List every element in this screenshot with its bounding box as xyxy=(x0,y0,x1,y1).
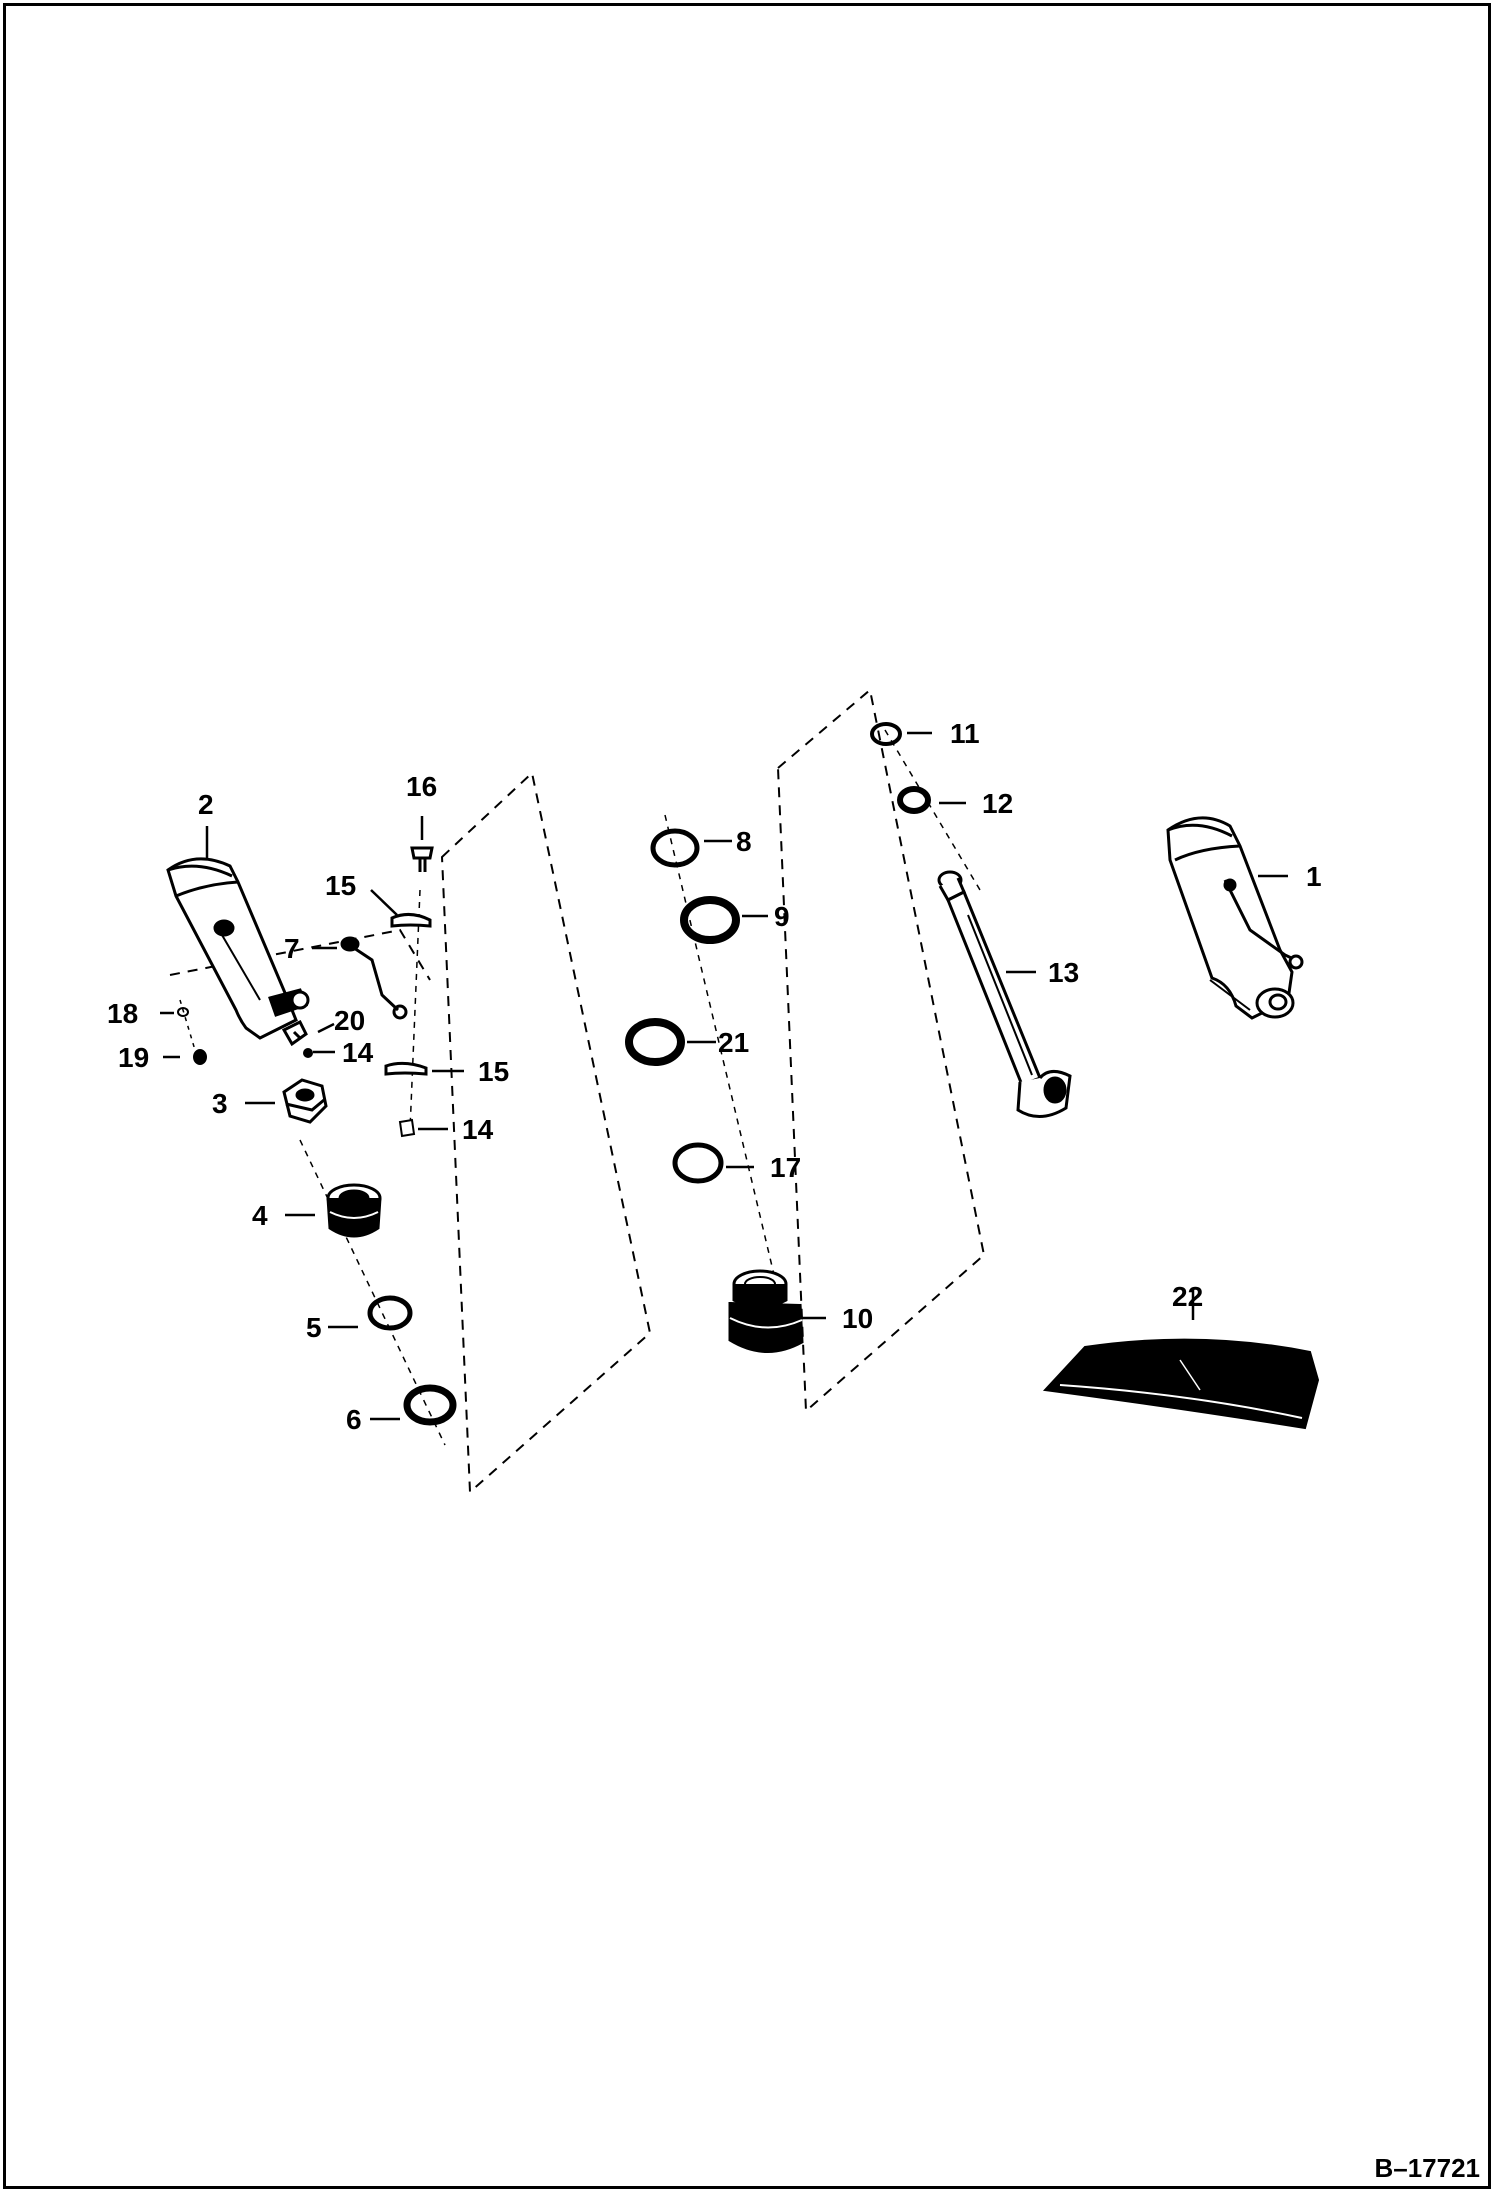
callout-9: 9 xyxy=(774,901,790,932)
part-15-clamp-b xyxy=(384,1061,428,1076)
part-17-o-ring xyxy=(672,1142,724,1184)
callout-labels: 1 2 3 4 5 6 7 8 9 10 11 12 13 14 14 15 1… xyxy=(107,718,1322,1435)
part-1-cylinder-assembly xyxy=(1166,816,1304,1020)
part-13-piston-rod xyxy=(937,870,1072,1118)
part-14-nut-a xyxy=(303,1048,313,1058)
part-5-o-ring xyxy=(367,1295,413,1331)
part-11-ring xyxy=(870,722,902,746)
part-3-lock-nut xyxy=(282,1078,328,1124)
callout-13: 13 xyxy=(1048,957,1079,988)
callout-7: 7 xyxy=(284,933,300,964)
part-6-piston-seal xyxy=(403,1384,457,1426)
callout-15-upper: 15 xyxy=(325,870,356,901)
part-20-fitting xyxy=(281,1019,308,1047)
callout-4: 4 xyxy=(252,1200,268,1231)
part-21-backup-ring xyxy=(625,1018,685,1066)
part-18-o-ring xyxy=(177,1007,189,1017)
callout-6: 6 xyxy=(346,1404,362,1435)
callout-19: 19 xyxy=(118,1042,149,1073)
callout-17: 17 xyxy=(770,1152,801,1183)
callout-3: 3 xyxy=(212,1088,228,1119)
part-2-cylinder-barrel xyxy=(166,857,310,1040)
part-axis-lines xyxy=(179,729,981,1446)
callout-10: 10 xyxy=(842,1303,873,1334)
rod-group-outline xyxy=(776,688,986,1414)
callout-22: 22 xyxy=(1172,1281,1203,1312)
part-14-nut-b xyxy=(398,1118,416,1138)
part-8-wiper-ring xyxy=(650,828,700,868)
callout-21: 21 xyxy=(718,1027,749,1058)
leader-lines xyxy=(160,731,1288,1421)
callout-5: 5 xyxy=(306,1312,322,1343)
callout-14-upper: 14 xyxy=(342,1037,374,1068)
figure-reference-number: B–17721 xyxy=(1374,2153,1480,2183)
part-9-rod-seal xyxy=(680,896,740,944)
part-12-ring xyxy=(897,786,931,814)
callout-8: 8 xyxy=(736,826,752,857)
callout-18: 18 xyxy=(107,998,138,1029)
callout-1: 1 xyxy=(1306,861,1322,892)
callout-16: 16 xyxy=(406,771,437,802)
part-10-head-gland xyxy=(728,1269,804,1353)
callout-14-lower: 14 xyxy=(462,1114,494,1145)
part-4-piston xyxy=(326,1183,382,1238)
part-22-decal xyxy=(1042,1338,1320,1430)
part-16-bolt xyxy=(410,846,434,872)
callout-20: 20 xyxy=(334,1005,365,1036)
part-15-clamp-a xyxy=(390,913,432,928)
callout-11: 11 xyxy=(950,718,980,749)
figure-border xyxy=(3,3,1491,2189)
part-19-plug xyxy=(193,1049,207,1065)
part-7-tube xyxy=(340,936,408,1020)
callout-15-lower: 15 xyxy=(478,1056,509,1087)
callout-12: 12 xyxy=(982,788,1013,819)
callout-2: 2 xyxy=(198,789,214,820)
